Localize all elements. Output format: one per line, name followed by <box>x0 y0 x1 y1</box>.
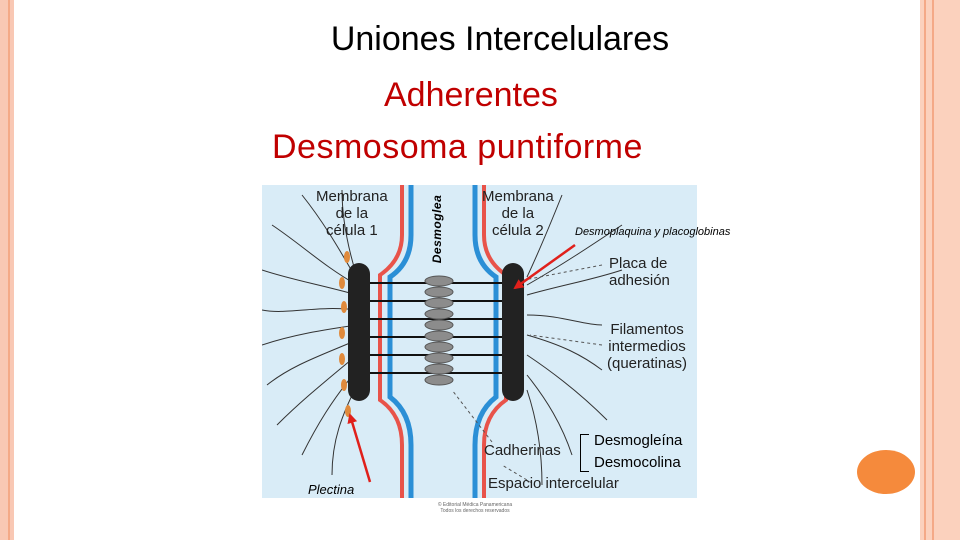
desmogleina-text: Desmogleína <box>594 432 683 449</box>
right-frame-line <box>932 0 934 540</box>
right-frame-bar <box>920 0 960 540</box>
slide-title: Uniones Intercelulares <box>330 20 670 58</box>
desmocolina-text: Desmocolina <box>594 454 681 471</box>
adhesion-plate-left <box>348 263 370 401</box>
desmoplaquina-label: Desmoplaquina y placoglobinas <box>575 226 731 238</box>
slide-subtitle: Adherentes <box>384 76 558 114</box>
left-frame-line <box>8 0 10 540</box>
desmosome-diagram: Membrana de la célula 1 Membrana de la c… <box>262 185 697 498</box>
intercellular-space-label: Espacio intercelular <box>488 475 619 492</box>
left-frame-bar <box>0 0 14 540</box>
intermediate-filaments-label: Filamentos intermedios (queratinas) <box>607 321 688 372</box>
adhesion-plate-label: Placa de adhesión <box>609 255 670 289</box>
membrane-cell1-label: Membrana de la célula 1 <box>316 188 388 239</box>
slide-subtitle-desmosome: Desmosoma puntiforme <box>272 128 643 166</box>
copyright-notice: © Editorial Médica Panamericana Todos lo… <box>437 502 513 514</box>
right-frame-line-2 <box>924 0 926 540</box>
cadherins-label: Cadherinas <box>484 442 561 459</box>
desmosome-illustration <box>262 185 623 498</box>
extracellular-core <box>424 275 454 386</box>
adhesion-plate-right <box>502 263 524 401</box>
bracket <box>580 434 589 472</box>
plectin-beads <box>339 251 351 417</box>
decorative-orange-circle <box>857 450 915 494</box>
plectina-label: Plectina <box>308 482 355 497</box>
membrane-cell2-label: Membrana de la célula 2 <box>482 188 554 239</box>
desmoglea-label: Desmoglea <box>430 194 444 264</box>
